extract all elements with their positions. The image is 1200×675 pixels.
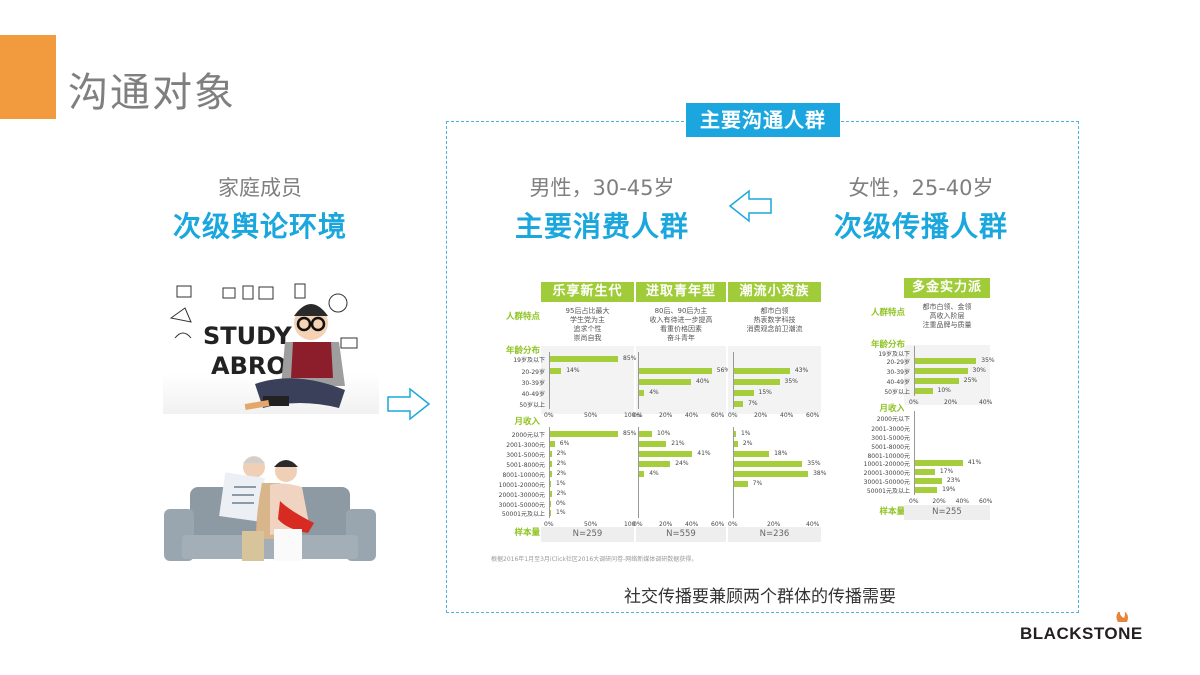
primary-subtitle: 男性，30-45岁 <box>529 176 675 200</box>
title-accent-bar <box>0 35 56 119</box>
right-arrow-icon <box>386 387 432 421</box>
blackstone-logo: BLACKSTONE <box>1020 610 1170 650</box>
secondary-heading: 次级传播人群 <box>833 210 1008 243</box>
secondary-subtitle: 女性，25-40岁 <box>848 176 994 200</box>
elderly-couple-on-sofa-photo <box>162 437 376 563</box>
main-audience-label: 主要沟通人群 <box>686 103 840 137</box>
svg-text:STUDY: STUDY <box>203 322 292 350</box>
study-abroad-kid-photo: STUDY ABRO <box>163 278 379 414</box>
family-subtitle: 家庭成员 <box>218 176 302 200</box>
logo-text: BLACKSTONE <box>1020 624 1143 643</box>
family-heading: 次级舆论环境 <box>172 210 347 243</box>
left-arrow-icon <box>727 189 773 223</box>
primary-heading: 主要消费人群 <box>514 210 689 243</box>
flame-icon <box>1116 610 1128 622</box>
bottom-conclusion: 社交传播要兼顾两个群体的传播需要 <box>624 587 896 607</box>
svg-text:ABRO: ABRO <box>211 352 287 380</box>
page-title: 沟通对象 <box>68 70 236 116</box>
source-note: 根据2016年1月至3月iClick社区2016大调研问卷-网络新媒体调研数据获… <box>491 556 698 563</box>
